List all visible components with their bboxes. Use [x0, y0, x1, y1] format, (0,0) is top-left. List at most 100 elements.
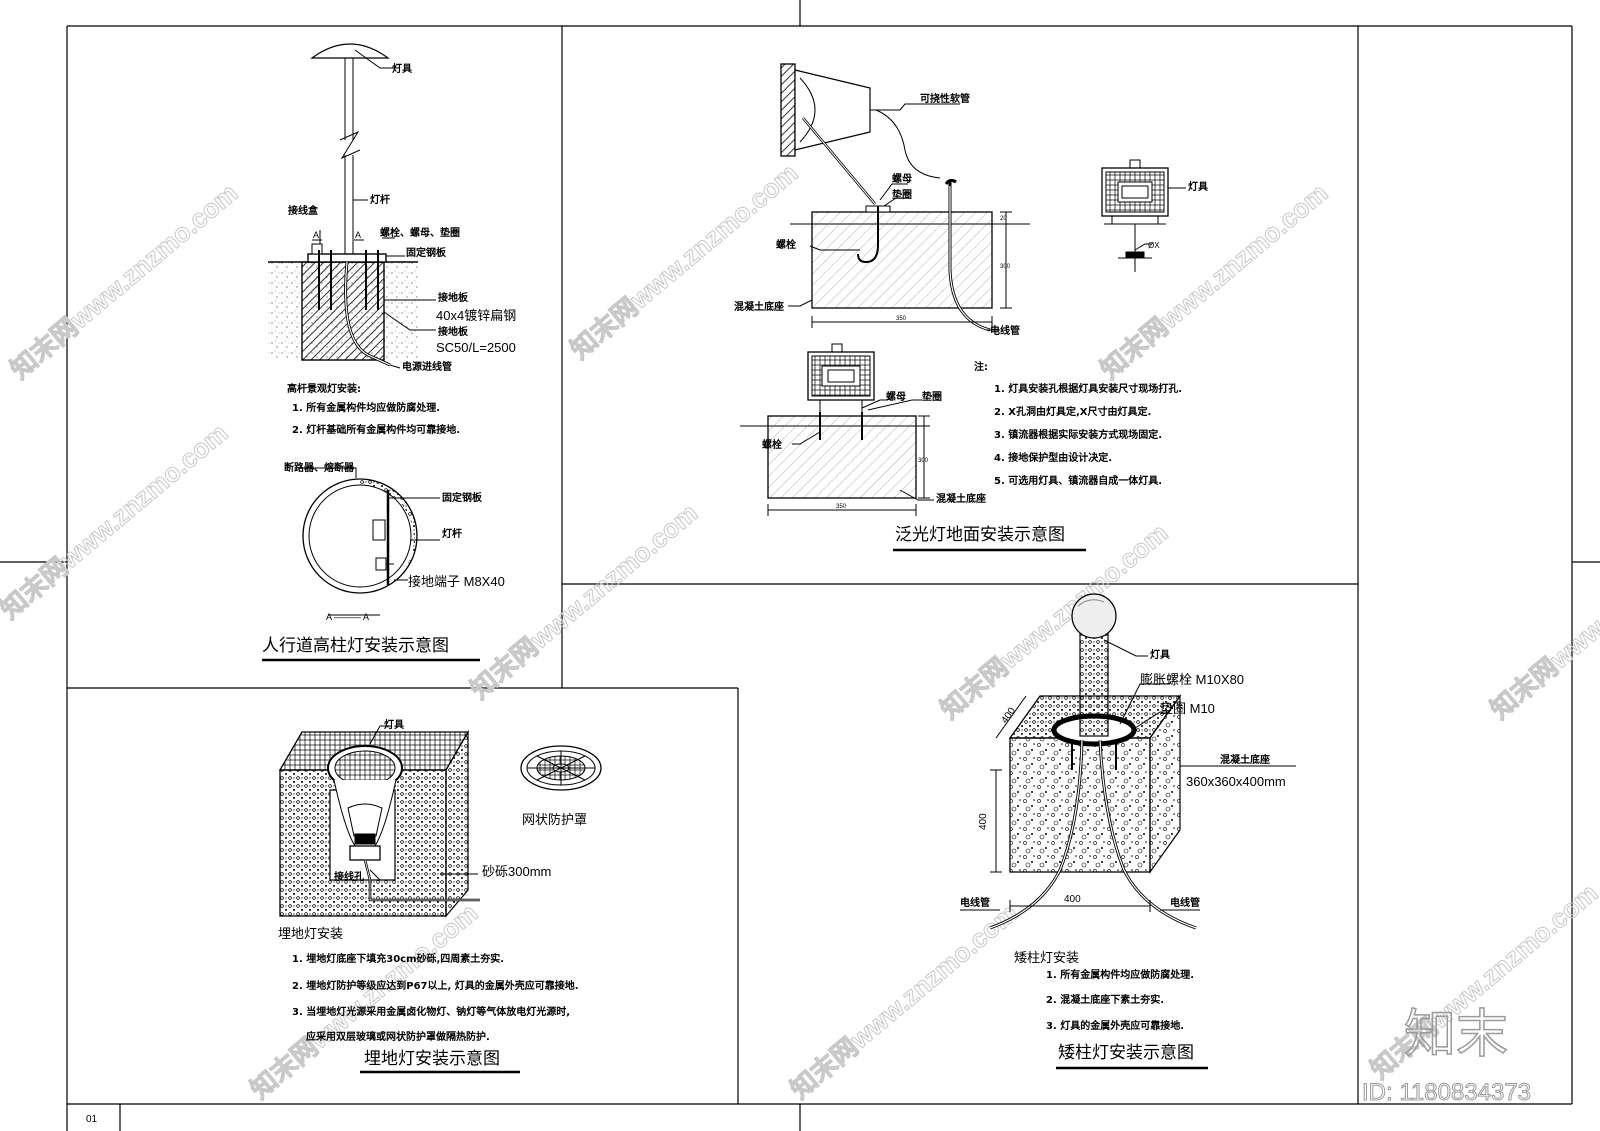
watermark-text: 知末网www.znzmo.com — [465, 497, 704, 704]
label-junction-box: 接线盒 — [288, 204, 319, 217]
dim-400-side: 400 — [978, 813, 989, 830]
label-x-hole: ØX — [1148, 241, 1160, 250]
high-pole-title: 人行道高柱灯安装示意图 — [262, 636, 449, 656]
watermark-text: 知末网www.znzmo.com — [5, 177, 244, 384]
label-gravel: 砂砾300mm — [482, 864, 551, 879]
notes-title: 高杆景观灯安装: — [287, 382, 361, 395]
flood-diagram-main — [780, 63, 1030, 332]
note-line: 1. 所有金属构件均应做防腐处理. — [1046, 968, 1194, 981]
notes-title: 埋地灯安装 — [278, 927, 343, 942]
bollard-title-block: 矮柱灯安装示意图 — [1056, 1043, 1208, 1070]
id-label: ID: 1180834373 — [1362, 1079, 1531, 1106]
label-base-size: 360x360x400mm — [1186, 774, 1286, 789]
label-luminaire: 灯具 — [392, 62, 412, 75]
label-fixed-plate: 固定钢板 — [406, 246, 447, 259]
bollard-notes: 矮柱灯安装 1. 所有金属构件均应做防腐处理. 2. 混凝土底座下素土夯实. 3… — [1014, 951, 1194, 1032]
inground-labels: 灯具 接线孔 砂砾300mm 网状防护罩 — [334, 718, 587, 883]
label-washer2: 垫圈 — [922, 390, 942, 403]
bollard-title: 矮柱灯安装示意图 — [1058, 1043, 1194, 1063]
flood-labels-secondary: 螺母 垫圈 螺栓 混凝土底座 350 300 — [762, 390, 986, 510]
label-section-mark: A ——— A — [326, 612, 369, 622]
label-fixed-plate2: 固定钢板 — [442, 491, 483, 504]
dim-400-top: 400 — [999, 705, 1018, 725]
dim-400-bottom: 400 — [1064, 894, 1081, 905]
brand-watermark: 知末 ID: 1180834373 — [1362, 1004, 1532, 1106]
sheet-footer: 01 — [86, 1114, 98, 1125]
flood-diagram-secondary — [740, 343, 934, 516]
notes-title: 注: — [974, 360, 988, 373]
note-line: 2. X孔洞由灯具定,X尺寸由灯具定. — [994, 405, 1151, 418]
section-aa-diagram — [300, 467, 440, 616]
label-power-pipe: 电源进线管 — [402, 360, 452, 373]
mesh-cover-shape — [520, 745, 602, 791]
note-line: 2. 灯杆基础所有金属构件均可靠接地. — [292, 423, 460, 436]
label-nut: 螺母 — [892, 172, 912, 185]
label-concrete-base: 混凝土底座 — [734, 300, 784, 313]
label-cable-pipe: 电线管 — [990, 324, 1020, 337]
watermark-layer: 知末网www.znzmo.com 知末网www.znzmo.com 知末网www… — [0, 157, 1600, 1105]
note-line: 1. 灯具安装孔根据灯具安装尺寸现场打孔. — [994, 382, 1182, 395]
brand-logo: 知末 — [1404, 1005, 1508, 1065]
label-ground-plate2: 接地板 — [438, 325, 469, 338]
note-line: 1. 所有金属构件均应做防腐处理. — [292, 401, 440, 414]
flood-luminaire-detail — [1101, 159, 1186, 272]
flood-title-block: 泛光灯地面安装示意图 — [893, 525, 1086, 552]
label-ground-plate: 接地板 — [438, 291, 469, 304]
label-pole: 灯杆 — [370, 193, 390, 206]
flood-title: 泛光灯地面安装示意图 — [895, 525, 1065, 545]
note-line: 4. 接地保护型由设计决定. — [994, 451, 1112, 464]
dim-350b: 350 — [836, 504, 847, 510]
note-line: 2. 混凝土底座下素土夯实. — [1046, 993, 1164, 1006]
label-section-a-left: A — [313, 230, 319, 240]
label-bolts: 螺栓、螺母、垫圈 — [380, 226, 460, 239]
note-line: 应采用双层玻璃或网状防护罩做隔热防护. — [306, 1030, 490, 1043]
label-wiring-hole: 接线孔 — [334, 870, 364, 883]
label-luminaire: 灯具 — [1188, 180, 1208, 193]
note-line: 5. 可选用灯具、镇流器自成一体灯具. — [994, 474, 1162, 487]
label-bolt2: 螺栓 — [762, 438, 782, 451]
high-pole-title-block: 人行道高柱灯安装示意图 — [262, 636, 480, 662]
high-pole-diagram — [268, 43, 436, 369]
inground-title-block: 埋地灯安装示意图 — [360, 1049, 520, 1074]
watermark-text: 知末网www.znzmo.com — [785, 897, 1024, 1104]
label-mesh-cover: 网状防护罩 — [522, 812, 587, 828]
flood-luminaire-labels: 灯具 ØX — [1148, 180, 1208, 250]
flood-notes: 注: 1. 灯具安装孔根据灯具安装尺寸现场打孔. 2. X孔洞由灯具定,X尺寸由… — [974, 360, 1182, 487]
inground-title: 埋地灯安装示意图 — [364, 1049, 500, 1069]
page-number: 01 — [86, 1114, 98, 1125]
label-expansion-bolt: 膨胀螺栓 M10X80 — [1140, 672, 1244, 687]
note-line: 1. 埋地灯底座下填充30cm砂砾,四周素土夯实. — [292, 952, 504, 965]
dim-350: 350 — [896, 316, 907, 322]
label-flex-pipe: 可挠性软管 — [920, 92, 970, 105]
bollard-labels: 灯具 膨胀螺栓 M10X80 垫圈 M10 混凝土底座 360x360x400m… — [960, 648, 1286, 909]
inground-diagram — [278, 725, 602, 918]
note-line: 3. 镇流器根据实际安装方式现场固定. — [994, 428, 1162, 441]
label-luminaire: 灯具 — [384, 718, 404, 731]
notes-title: 矮柱灯安装 — [1014, 951, 1079, 966]
label-breaker: 断路器、熔断器 — [284, 461, 355, 474]
watermark-text: 知末网www.znzmo.com — [1485, 517, 1600, 724]
flood-labels-main: 可挠性软管 螺母 垫圈 螺栓 混凝土底座 电线管 350 300 20 — [734, 92, 1020, 337]
flood-concrete-base — [811, 211, 993, 309]
dim-300: 300 — [1000, 264, 1011, 270]
label-concrete-base: 混凝土底座 — [1220, 753, 1270, 766]
label-pole2: 灯杆 — [442, 527, 462, 540]
watermark-text: 知末网www.znzmo.com — [0, 417, 233, 624]
label-washer: 垫圈 M10 — [1160, 701, 1215, 716]
watermark-text: 知末网www.znzmo.com — [935, 517, 1174, 724]
label-nut2: 螺母 — [886, 390, 906, 403]
label-ground-spec: 40x4镀锌扁钢 — [436, 308, 516, 323]
note-line: 3. 灯具的金属外壳应可靠接地. — [1046, 1019, 1184, 1032]
high-pole-labels: 灯具 灯杆 接线盒 A A 螺栓、螺母、垫圈 固定钢板 接地板 40x4镀锌扁钢… — [287, 62, 516, 436]
label-bolt: 螺栓 — [776, 238, 796, 251]
inground-notes: 埋地灯安装 1. 埋地灯底座下填充30cm砂砾,四周素土夯实. 2. 埋地灯防护… — [278, 927, 579, 1043]
lamp-head — [310, 43, 390, 59]
label-concrete-base2: 混凝土底座 — [936, 492, 986, 505]
bollard-diagram — [960, 593, 1296, 930]
flood-concrete-base-2 — [767, 415, 917, 499]
note-line: 2. 埋地灯防护等级应达到P67以上, 灯具的金属外壳应可靠接地. — [292, 979, 579, 992]
label-washer: 垫圈 — [892, 188, 912, 201]
dim-300b: 300 — [918, 458, 929, 464]
